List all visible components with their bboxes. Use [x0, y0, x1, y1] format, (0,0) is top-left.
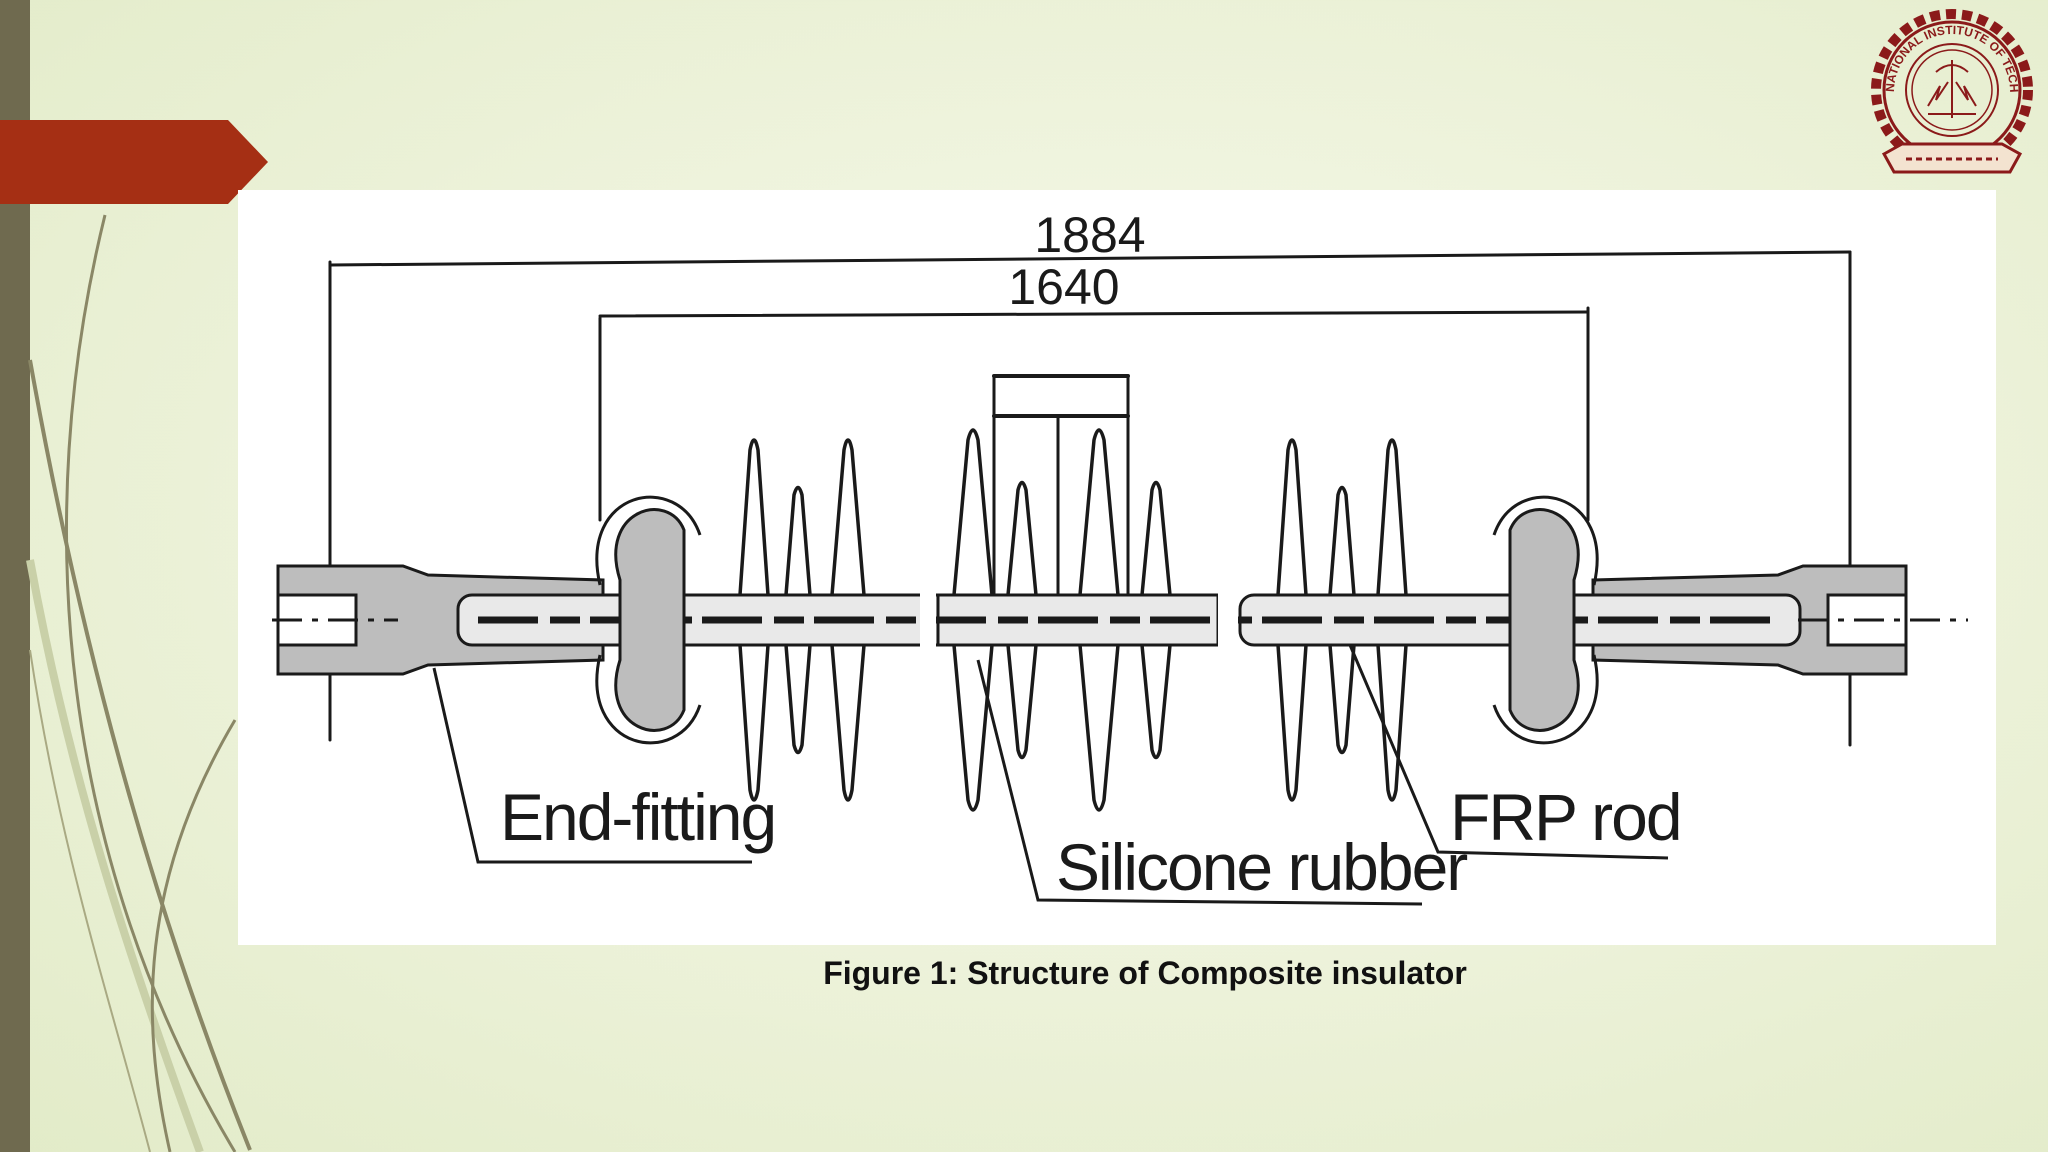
label-end-fitting: End-fitting [500, 780, 775, 854]
label-frp-rod: FRP rod [1450, 780, 1681, 854]
label-silicone-rubber: Silicone rubber [1056, 830, 1467, 904]
insulator-diagram: 1884 1640 End-fitting Silicone rubber FR… [272, 207, 1968, 906]
dimension-inner: 1640 [1008, 259, 1119, 315]
figure-panel: 1884 1640 End-fitting Silicone rubber FR… [238, 190, 1996, 945]
figure-caption: Figure 1: Structure of Composite insulat… [823, 955, 1467, 991]
accent-tab [0, 120, 268, 204]
institute-seal-logo: NATIONAL INSTITUTE OF TECHNOLOGY [1862, 2, 2033, 174]
decorative-swoosh-lines [26, 214, 252, 1152]
dimension-overall: 1884 [1034, 207, 1145, 263]
